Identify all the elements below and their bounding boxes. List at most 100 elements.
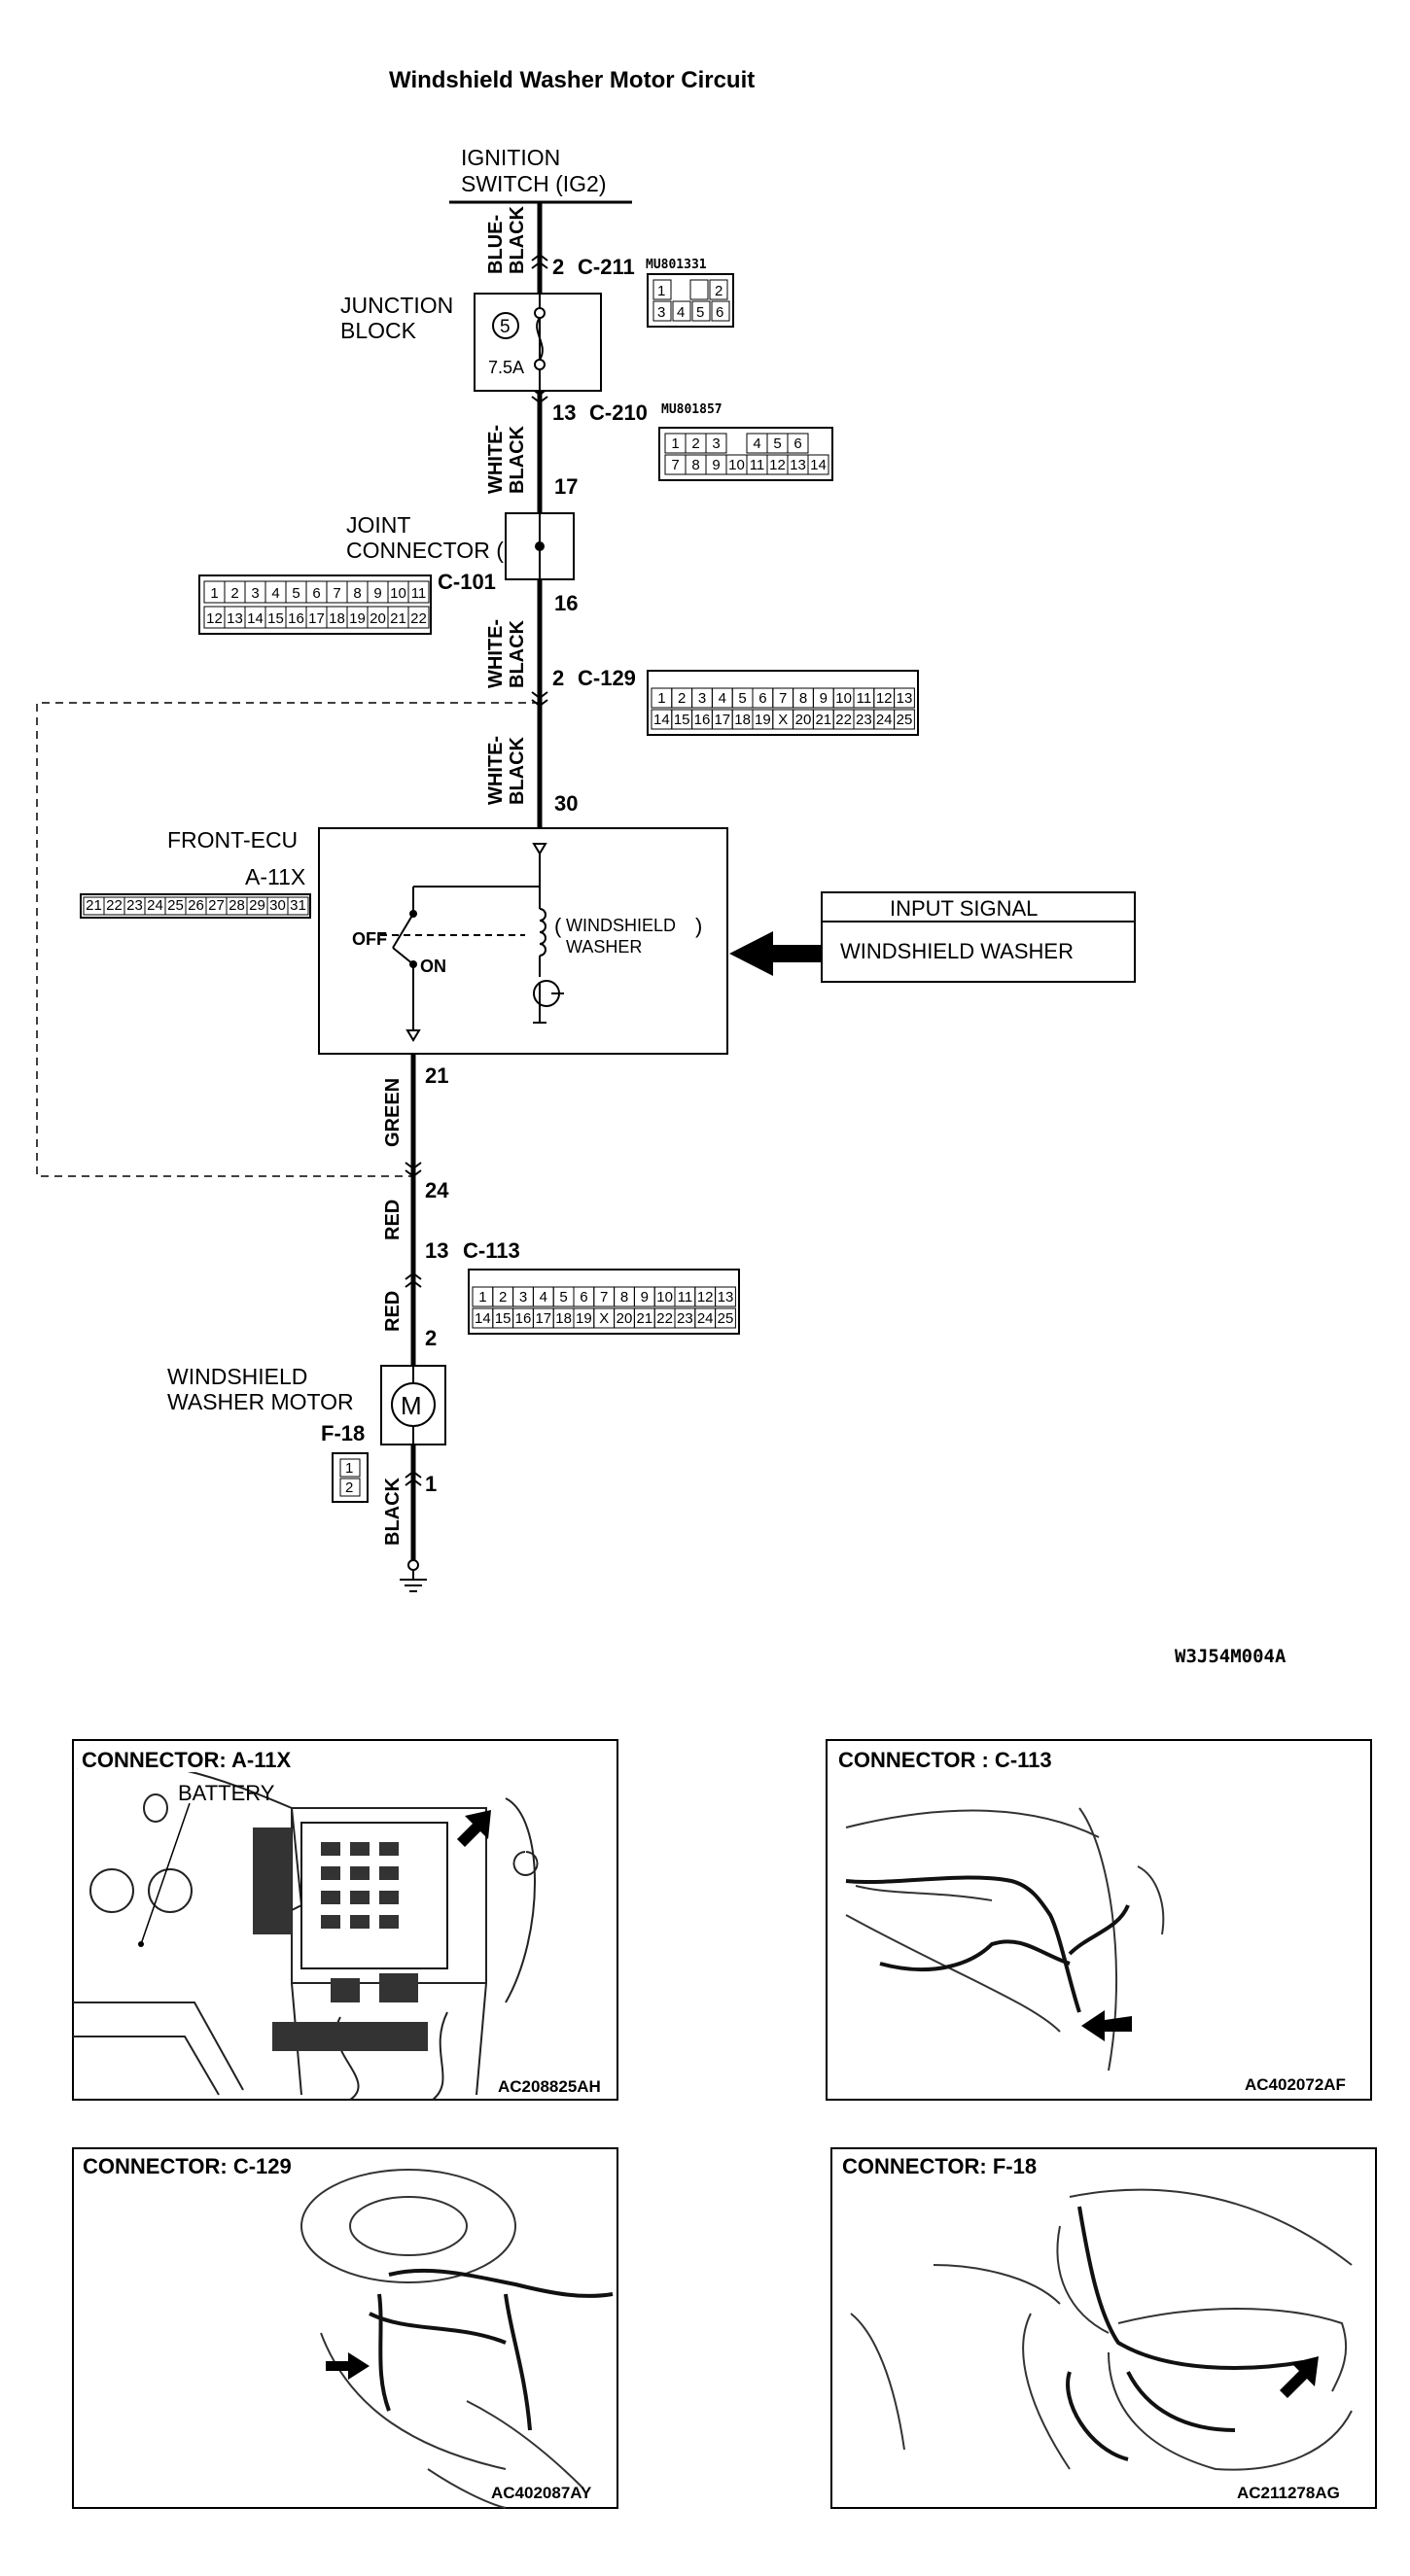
c113-cell: 9 — [641, 1289, 649, 1305]
c113-cell: 2 — [499, 1289, 507, 1305]
c210-cell-slot — [807, 454, 829, 475]
c210-cell: 1 — [671, 435, 679, 452]
c113-cell: 7 — [600, 1289, 608, 1305]
c129-cell: 7 — [779, 690, 787, 707]
c113-cell: 4 — [540, 1289, 547, 1305]
joint-splice-dot — [535, 541, 545, 551]
c211-cell: 3 — [657, 304, 665, 321]
photo-title-c113: CONNECTOR : C-113 — [838, 1748, 1052, 1772]
c113-cell: 3 — [519, 1289, 527, 1305]
c129-id: C-129 — [578, 666, 636, 690]
c129-cell: 8 — [799, 690, 807, 707]
input-signal-box — [821, 891, 1136, 983]
ecu-cell: 27 — [208, 897, 225, 914]
c113-cell: 6 — [580, 1289, 587, 1305]
ecu-cell-slot — [287, 896, 309, 916]
junction-block-label-1: JUNCTION — [340, 293, 453, 318]
c129-cell: 6 — [758, 690, 766, 707]
c129-cell: 23 — [856, 712, 872, 728]
c210-cell: 6 — [793, 435, 801, 452]
photo-panel-a11x: CONNECTOR: A-11X BATTERY AC208825AH — [72, 1739, 618, 2101]
joint-cell: 2 — [230, 585, 238, 602]
ecu-pin-in: 30 — [554, 791, 578, 816]
c210-cell: 11 — [750, 457, 765, 473]
joint-cell: 7 — [333, 585, 340, 602]
c129-cell: 21 — [815, 712, 831, 728]
switch-off-label: OFF — [352, 929, 387, 949]
photo-code-c113: AC402072AF — [1245, 2075, 1346, 2094]
c129-cell: 17 — [714, 712, 730, 728]
ecu-id: A-11X — [245, 864, 305, 889]
motor-symbol: M — [401, 1391, 422, 1420]
ignition-label-2: SWITCH (IG2) — [461, 171, 607, 196]
ecu-cell: 29 — [249, 897, 265, 914]
c129-cell: 12 — [876, 690, 893, 707]
wire-label-green: GREEN — [382, 1078, 404, 1147]
fuse-number: 5 — [500, 317, 511, 337]
ignition-label-1: IGNITION — [461, 145, 560, 170]
c113-cell: 13 — [718, 1289, 734, 1305]
arrow-icon — [1081, 2010, 1132, 2041]
ecu-name: FRONT-ECU — [167, 827, 298, 853]
motor-pin-top: 2 — [425, 1326, 437, 1350]
ecu-cell: 21 — [86, 897, 102, 914]
f18-id: F-18 — [321, 1421, 365, 1445]
photo-sub-battery: BATTERY — [178, 1781, 275, 1805]
c210-cell: 4 — [753, 435, 760, 452]
c211-cell: 6 — [716, 304, 723, 321]
photo-title-a11x: CONNECTOR: A-11X — [82, 1748, 291, 1772]
c129-cell: 2 — [678, 690, 686, 707]
c113-cell-slot — [715, 1286, 736, 1307]
wire-label-blue-black-2: BLACK — [507, 205, 528, 274]
c113-cell: 11 — [678, 1289, 693, 1305]
input-signal-value: WINDSHIELD WASHER — [840, 939, 1074, 963]
switch-contact-bottom — [409, 960, 417, 968]
arrow-icon — [457, 1810, 491, 1847]
motor-label-1: WINDSHIELD — [167, 1364, 307, 1389]
c129-cell: 9 — [820, 690, 828, 707]
joint-cell: 22 — [410, 610, 427, 627]
photo-title-c129: CONNECTOR: C-129 — [83, 2154, 292, 2178]
c211-cell: 1 — [657, 283, 665, 299]
ecu-cell: 22 — [106, 897, 123, 914]
c113-cell: 14 — [475, 1310, 491, 1327]
wire-label-white-black-b2: BLACK — [507, 619, 528, 688]
fuse-number-circle — [492, 312, 519, 339]
wire-label-white-black-b1: WHITE- — [485, 619, 507, 688]
motor-pin-bottom: 1 — [425, 1472, 437, 1496]
ecu-connector-face — [80, 893, 311, 919]
c129-cell-slot — [894, 687, 915, 709]
c210-connector-face — [658, 427, 833, 481]
c211-cell: 5 — [696, 304, 704, 321]
coil-label-1: WINDSHIELD — [566, 916, 676, 935]
coil-label-2: WASHER — [566, 937, 642, 957]
c211-cell: 2 — [715, 283, 723, 299]
input-signal-header: INPUT SIGNAL — [890, 896, 1038, 921]
c129-cell: 20 — [795, 712, 812, 728]
c113-cell: 19 — [576, 1310, 592, 1327]
c113-cell: 21 — [636, 1310, 652, 1327]
c129-pin: 2 — [552, 666, 564, 690]
c129-cell: 4 — [719, 690, 726, 707]
joint-cell: 21 — [390, 610, 406, 627]
f18-cell: 1 — [345, 1460, 353, 1477]
c129-cell: 24 — [876, 712, 893, 728]
joint-cell: 14 — [247, 610, 264, 627]
c113-id: C-113 — [463, 1238, 520, 1263]
fuse-rating: 7.5A — [488, 358, 524, 377]
ecu-pin-out: 21 — [425, 1063, 448, 1088]
c113-cell: 17 — [535, 1310, 551, 1327]
joint-cell: 3 — [251, 585, 259, 602]
input-arrow-icon — [729, 931, 822, 976]
c113-cell: 18 — [555, 1310, 572, 1327]
ecu-cell: 26 — [188, 897, 204, 914]
c129-cell: 11 — [857, 690, 872, 707]
c113-cell: 20 — [617, 1310, 633, 1327]
wire-label-white-black-c2: BLACK — [507, 736, 528, 805]
c211-part: MU801331 — [646, 258, 707, 272]
c113-cell: 12 — [697, 1289, 714, 1305]
c113-cell: 25 — [718, 1310, 734, 1327]
c129-cell: X — [778, 712, 788, 728]
joint-cell-slot — [407, 580, 430, 604]
